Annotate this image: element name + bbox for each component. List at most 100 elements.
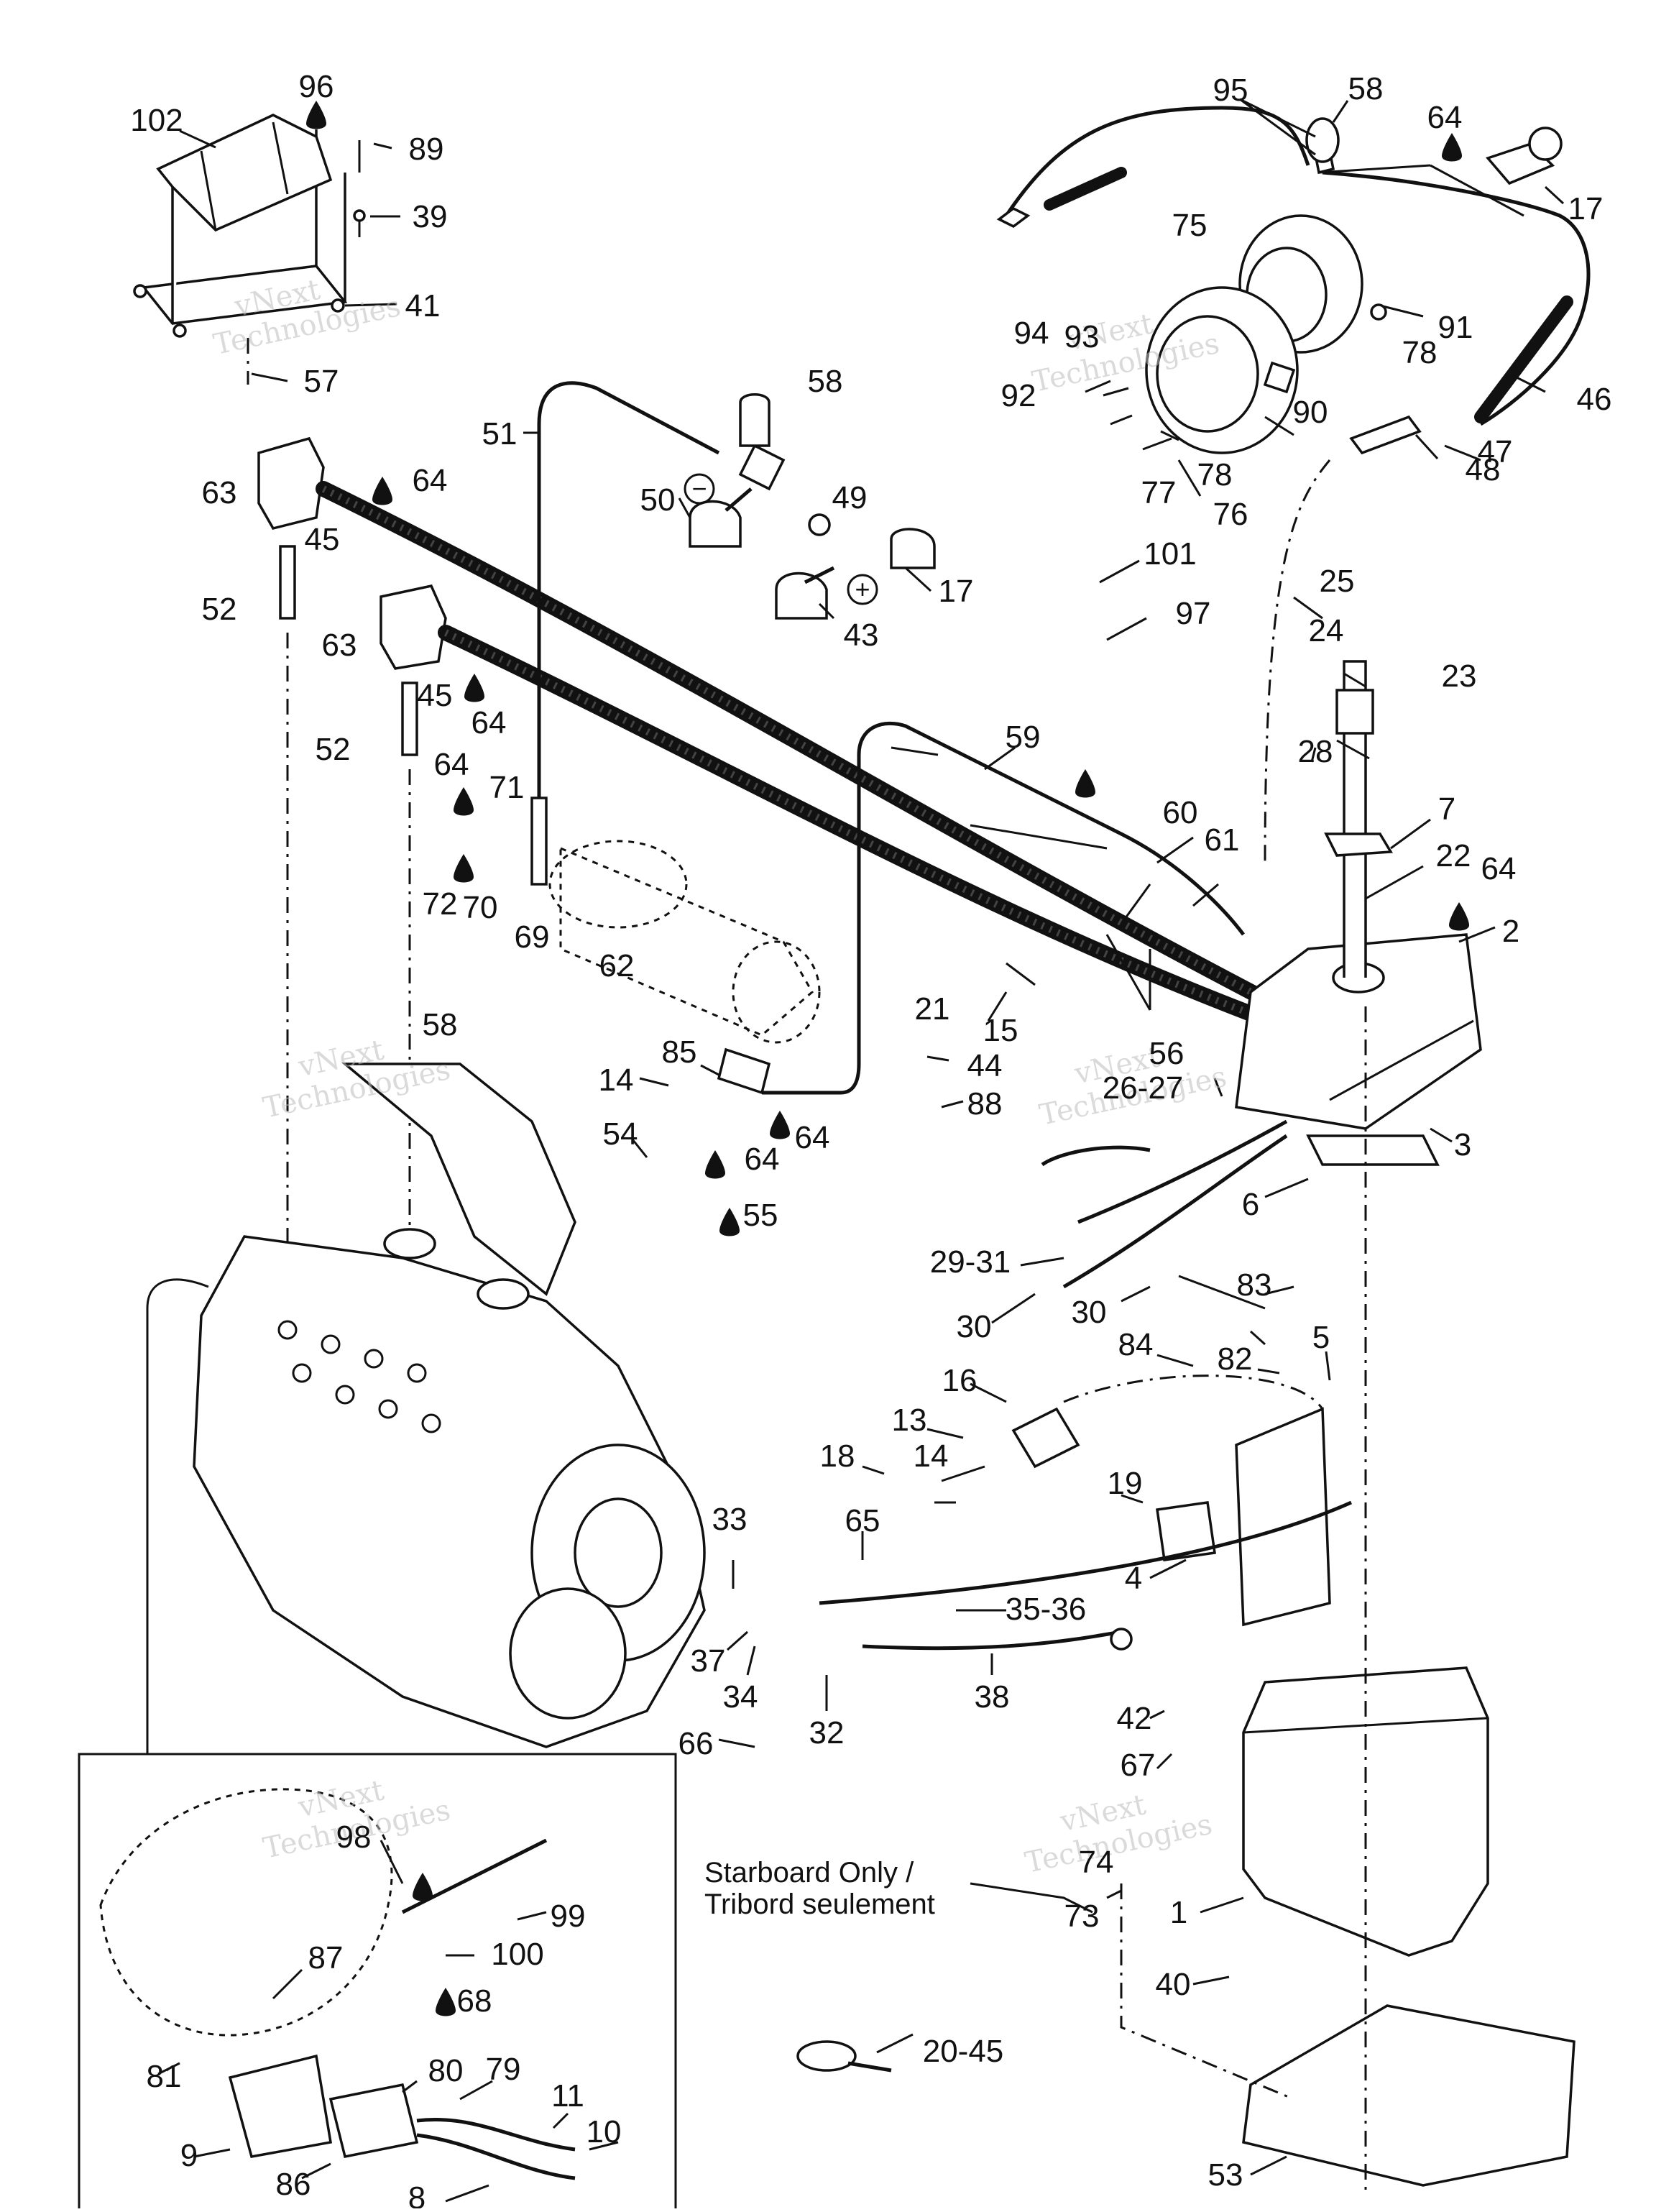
callout: 75 [1172, 208, 1208, 243]
callout: 41 [405, 288, 441, 323]
callout: 45 [305, 522, 340, 557]
callout: 58 [1348, 71, 1384, 106]
callout: 2 [1502, 914, 1519, 949]
callout: 6 [1242, 1187, 1259, 1222]
callout: 21 [915, 991, 950, 1027]
starboard-note: Starboard Only / Tribord seulement [704, 1857, 935, 1920]
callout: 64 [413, 463, 448, 498]
lubricant-drop-icon [705, 1150, 725, 1179]
callout: 43 [844, 618, 879, 653]
callout: 37 [691, 1643, 726, 1679]
callout: 69 [515, 919, 550, 955]
terminal-clamps [689, 393, 936, 620]
callout: 48 [1466, 452, 1501, 487]
lubricant-drop-icon [719, 1208, 740, 1236]
callout: 11 [551, 2078, 584, 2114]
callout: 57 [304, 364, 339, 399]
callout: 74 [1079, 1845, 1114, 1880]
callout: 17 [1568, 191, 1604, 226]
callout: 58 [423, 1007, 458, 1042]
callout: 25 [1320, 564, 1355, 599]
callout: 10 [586, 2114, 622, 2149]
callout: 63 [322, 628, 357, 663]
callout: 1 [1170, 1895, 1187, 1930]
callout: 7 [1438, 791, 1455, 827]
callout: 77 [1141, 475, 1177, 510]
callout: 96 [299, 69, 334, 104]
callout: 61 [1205, 822, 1240, 858]
callout: 97 [1176, 596, 1211, 631]
callout: 98 [336, 1819, 372, 1855]
callout: 64 [745, 1142, 780, 1177]
callout: 73 [1064, 1899, 1100, 1934]
battery-cable-assembly [996, 106, 1591, 455]
battery-holder [133, 114, 366, 385]
callout: 30 [957, 1309, 992, 1344]
callout: 66 [678, 1726, 714, 1761]
switch-cover [1085, 214, 1424, 454]
callout: 50 [640, 482, 676, 518]
callout: 4 [1125, 1561, 1142, 1596]
cable-tie [796, 2040, 892, 2073]
negative-symbol-ring [684, 473, 715, 505]
callout: 102 [130, 103, 183, 138]
callout: 51 [482, 416, 518, 451]
callout: 24 [1309, 613, 1344, 648]
positive-symbol-ring [847, 574, 878, 605]
callout: 34 [723, 1679, 758, 1715]
lubricant-drop-icon [372, 477, 392, 505]
callout: 9 [180, 2138, 198, 2173]
callout: 13 [892, 1403, 927, 1438]
callout: 40 [1156, 1967, 1191, 2002]
positive-symbol: + [855, 574, 870, 604]
lubricant-drop-icon [436, 1988, 456, 2016]
callout: 35-36 [1006, 1592, 1087, 1627]
callout: 68 [457, 1983, 492, 2019]
callout: 60 [1163, 795, 1198, 830]
callout: 64 [795, 1120, 830, 1155]
callout: 18 [820, 1438, 855, 1474]
callout: 91 [1438, 310, 1473, 345]
callout: 80 [428, 2053, 464, 2088]
lubricant-drop-icon [413, 1873, 433, 1901]
callout: 46 [1577, 382, 1612, 417]
callout: 89 [409, 132, 444, 167]
callout: 29-31 [930, 1244, 1011, 1280]
callout: 76 [1213, 497, 1248, 532]
callout: 22 [1436, 838, 1471, 873]
callout: 64 [472, 705, 507, 740]
electrical-box [1235, 660, 1482, 1166]
note-line-1: Starboard Only / [704, 1857, 914, 1889]
callout: 56 [1149, 1036, 1184, 1071]
callout: 14 [599, 1063, 634, 1098]
callout: 70 [463, 890, 498, 925]
callout: 17 [939, 574, 974, 609]
callout: 64 [1481, 851, 1517, 886]
callout: 94 [1014, 316, 1049, 351]
callout: 44 [967, 1048, 1003, 1083]
callout: 78 [1402, 335, 1438, 370]
callout: 79 [486, 2052, 521, 2087]
callout: 87 [308, 1940, 344, 1975]
callout: 63 [202, 475, 237, 510]
battery [1120, 1006, 1576, 2193]
callout-labels: 96 102 89 39 41 57 95 58 64 17 75 91 78 … [130, 69, 1612, 2212]
starter-motor [548, 840, 821, 1044]
lubricant-drop-icons [306, 101, 1469, 2016]
callout: 30 [1072, 1295, 1107, 1330]
callout: 86 [276, 2167, 311, 2202]
callout: 52 [202, 592, 237, 627]
callout: 88 [967, 1086, 1003, 1121]
positive-cable [530, 381, 720, 886]
ignition-wires [257, 436, 1273, 1409]
callout: 28 [1298, 734, 1333, 769]
callout: 62 [599, 948, 635, 983]
callout: 19 [1108, 1466, 1143, 1501]
polarity-symbols: − + [684, 473, 878, 605]
engine [193, 1063, 706, 1748]
callout: 45 [418, 678, 453, 713]
callout: 55 [743, 1198, 778, 1233]
lubricant-drop-icon [1075, 769, 1095, 798]
